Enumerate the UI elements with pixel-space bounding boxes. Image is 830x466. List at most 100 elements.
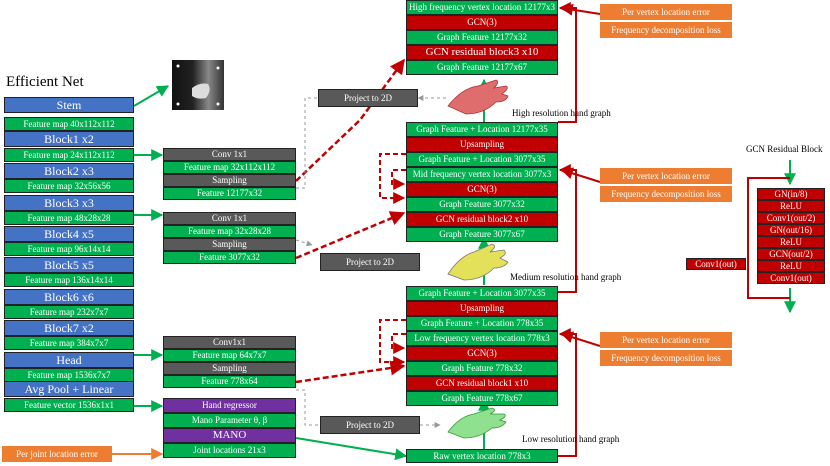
branch_high-row: Conv 1x1 [163,148,296,161]
low_stack-row: GCN residual block1 x10 [406,376,558,391]
branch_low-row: Conv1x1 [163,336,296,349]
gcn-block-row: ReLU [757,260,825,272]
encoder-block: Head [4,352,134,368]
encoder-block: Block4 x5 [4,226,134,242]
high_stack-row: GCN(3) [406,15,558,30]
loop-low-2 [379,319,406,368]
project-med-line-2 [295,239,313,247]
high_stack-row: Graph Feature 12177x67 [406,60,558,75]
mano-row: Mano Parameter θ, β [163,413,296,428]
mid_stack-row: Graph Feature + Location 12177x35 [406,122,558,137]
encoder-block: Block6 x6 [4,289,134,305]
gcn-block-row: ReLU [757,236,825,248]
loop-mid-2 [379,153,406,204]
mid_stack-row: GCN residual block2 x10 [406,212,558,227]
medium-res-graph-label: Medium resolution hand graph [510,272,622,282]
branch_med-row: Feature map 32x28x28 [163,225,296,238]
arrow-high-feature [295,58,406,182]
gcn-block-skip: Conv1(out) [686,258,746,270]
branch_med-row: Sampling [163,238,296,251]
per-vertex-error-box: Per vertex location error [600,332,732,348]
freq-decomp-loss-box: Frequency decomposition loss [600,350,732,366]
gcn-block-title: GCN Residual Block [746,144,823,154]
branch_low-row: Feature 778x64 [163,375,296,388]
gcn-block-row: ReLU [757,200,825,212]
low-res-graph-label: Low resolution hand graph [522,434,620,444]
raw-vertex-box: Raw vertex location 778x3 [406,449,558,463]
encoder-feature: Feature map 96x14x14 [4,242,134,256]
low-res-hand-mesh [447,407,507,439]
encoder-feature: Feature map 24x112x112 [4,148,134,162]
medium-res-hand-mesh [447,243,509,281]
high-res-hand-mesh [447,79,509,115]
encoder-feature: Feature map 40x112x112 [4,117,134,131]
high_stack-row: High frequency vertex location 12177x3 [406,0,558,15]
branch_med-row: Feature 3077x32 [163,251,296,264]
mid_stack-row: Graph Feature + Location 3077x35 [406,152,558,167]
project-high-line [296,97,418,189]
per-vertex-error-box: Per vertex location error [600,168,732,184]
encoder-block: Block5 x5 [4,257,134,273]
low_stack-row: Graph Feature 778x32 [406,361,558,376]
encoder-feature: Feature map 384x7x7 [4,336,134,350]
low_stack-row: Low frequency vertex location 778x3 [406,331,558,346]
encoder-block: Block2 x3 [4,163,134,179]
mid_stack-row: Upsampling [406,137,558,152]
freq-decomp-loss-box: Frequency decomposition loss [600,186,732,202]
project-to-2d-med: Project to 2D [320,253,420,271]
loss-arrow-low [560,331,601,347]
low_stack-row: Upsampling [406,301,558,316]
gcn-block-row: Conv1(out) [757,272,825,284]
project-to-2d-low: Project to 2D [320,416,420,434]
gcn-skip-wire [747,177,790,299]
low_stack-row: Graph Feature 778x67 [406,391,558,406]
low_stack-row: Graph Feature + Location 3077x35 [406,286,558,301]
branch_high-row: Feature map 32x112x112 [163,161,296,174]
branch_low-row: Sampling [163,362,296,375]
loss-arrow-high [560,3,601,16]
encoder-block: Block3 x3 [4,195,134,211]
loop-mid [391,169,406,190]
encoder-feature: Feature map 1536x7x7 [4,368,134,382]
mid_stack-row: GCN(3) [406,182,558,197]
arrow-mano-to-raw [295,437,408,461]
hand-photo-icon [176,64,220,106]
mano-row: Hand regressor [163,398,296,413]
loop-low [391,333,406,354]
skip-high [558,2,577,123]
encoder-feature: Feature vector 1536x1x1 [4,398,134,412]
project-low-line [296,389,318,426]
project-to-2d-high: Project to 2D [318,89,418,107]
encoder-block: Avg Pool + Linear [4,381,134,397]
encoder-feature: Feature map 32x56x56 [4,179,134,193]
gcn-block-row: GN(out/16) [757,224,825,236]
high_stack-row: Graph Feature 12177x32 [406,30,558,45]
high-res-graph-label: High resolution hand graph [512,108,611,118]
gcn-block-row: GCN(out/2) [757,248,825,260]
mid_stack-row: Graph Feature 3077x32 [406,197,558,212]
efficientnet-title: Efficient Net [6,74,84,90]
low_stack-row: GCN(3) [406,346,558,361]
encoder-block: Block7 x2 [4,320,134,336]
freq-decomp-loss-box: Frequency decomposition loss [600,22,732,38]
mano-row: Joint locations 21x3 [163,443,296,458]
per-vertex-error-box: Per vertex location error [600,4,732,20]
high_stack-row: GCN residual block3 x10 [406,45,558,60]
gcn-block-row: Conv1(out/2) [757,212,825,224]
branch_high-row: Sampling [163,174,296,187]
loss-arrow-med [560,167,601,183]
encoder-feature: Feature map 48x28x28 [4,211,134,225]
encoder-block: Stem [4,97,134,113]
encoder-feature: Feature map 232x7x7 [4,305,134,319]
branch_med-row: Conv 1x1 [163,212,296,225]
arrow-low-feature [295,360,406,384]
mid_stack-row: Mid frequency vertex location 3077x3 [406,167,558,182]
encoder-feature: Feature map 136x14x14 [4,273,134,287]
gcn-block-row: GN(in/8) [757,188,825,200]
branch_low-row: Feature map 64x7x7 [163,349,296,362]
encoder-block: Block1 x2 [4,131,134,147]
arrow-med-feature [295,211,406,260]
input-image [172,60,224,110]
per-joint-error-box: Per joint location error [2,446,112,462]
